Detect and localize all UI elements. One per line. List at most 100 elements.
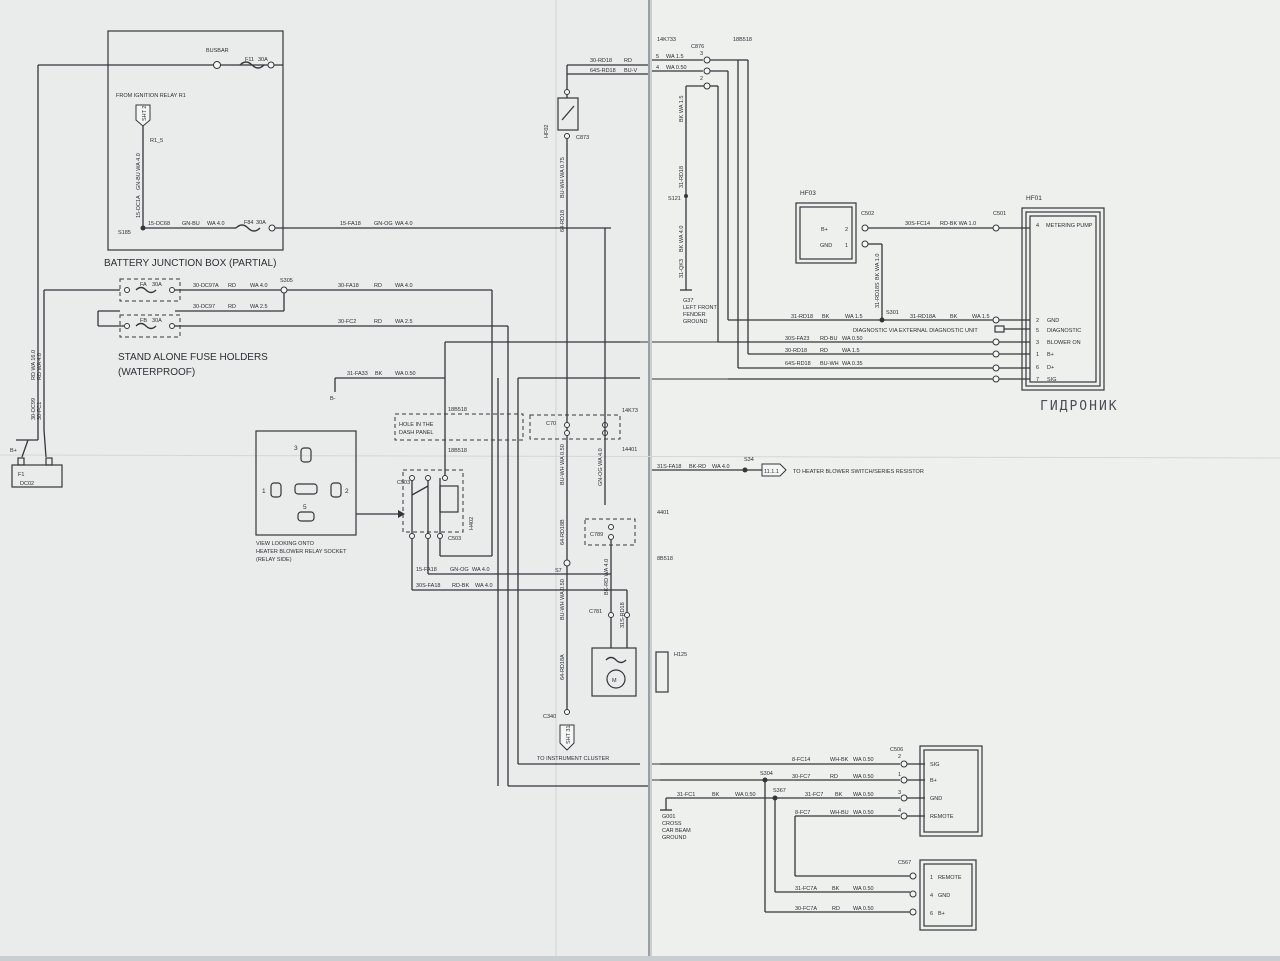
label-fa: FA — [140, 282, 147, 288]
fuse-f84-symbol — [235, 224, 261, 232]
label-18b518-r: 18B518 — [733, 37, 752, 43]
label-31sfa18: 31S-FA18 — [657, 464, 681, 470]
label-g37-2: LEFT FRONT — [683, 305, 717, 311]
label-pin3: 3 — [294, 445, 298, 452]
c567-terminal-4 — [909, 890, 917, 898]
connector-11-1-1 — [761, 463, 787, 477]
label-p2: 2 — [700, 76, 703, 82]
module-hf01-inner — [1025, 211, 1101, 387]
label-64rd18-v: 64-RD18 — [560, 210, 566, 232]
module-c567 — [919, 859, 977, 931]
label-f84: F84 — [244, 220, 253, 226]
label-30sfc14: 30S-FC14 — [905, 221, 930, 227]
label-pin5: 5 — [303, 504, 307, 511]
label-g001-3: CAR BEAM — [662, 828, 691, 834]
title-battery-junction-box: BATTERY JUNCTION BOX (PARTIAL) — [104, 258, 276, 269]
sheet-ref-sht2 — [135, 104, 151, 127]
relay-terminal-1 — [409, 475, 415, 481]
label-rd-b: RD — [374, 283, 382, 289]
label-b-minus: B- — [330, 396, 336, 402]
label-buwh-050: BU-WH WA 0.50 — [560, 444, 566, 485]
label-hf01-p4: 4 — [1036, 223, 1039, 229]
label-wa050-c5: WA 0.50 — [853, 810, 874, 816]
battery-junction-box — [107, 30, 284, 251]
label-wire-15dc1a: 15-DC1A — [136, 195, 142, 218]
label-wa15-r-b: WA 1.5 — [972, 314, 990, 320]
c502-terminal-1 — [861, 240, 869, 248]
label-rdbk-10: RD-BK WA 1.0 — [940, 221, 976, 227]
blower-motor-m: M — [612, 678, 617, 684]
c340-terminal — [564, 709, 570, 715]
label-buwh: BU-WH — [820, 361, 839, 367]
label-diag-ext: DIAGNOSTIC VIA EXTERNAL DIAGNOSTIC UNIT — [853, 328, 978, 334]
label-rd-center: RD — [624, 58, 632, 64]
label-fa-amp: 30A — [152, 282, 162, 288]
label-bk-a: BK — [375, 371, 383, 377]
label-hf02: HF02 — [544, 125, 550, 138]
label-f11-amp: 30A — [258, 57, 268, 63]
label-c506-remote: REMOTE — [930, 814, 954, 820]
battery-post-left — [17, 457, 25, 466]
label-to-cluster: TO INSTRUMENT CLUSTER — [537, 756, 609, 762]
label-wa25-a: WA 2.5 — [250, 304, 268, 310]
label-wire-30dc99: 30-DC99 — [31, 398, 37, 420]
label-bk-r-b: BK — [950, 314, 958, 320]
label-wire-30sfa18: 30S-FA18 — [416, 583, 440, 589]
view-pointer-arrow — [398, 510, 405, 518]
label-pin-6: 6 — [1036, 365, 1039, 371]
label-rd-c: RD — [830, 774, 838, 780]
label-sig-pin: SIG — [1047, 377, 1056, 383]
relay-socket-view — [255, 430, 357, 536]
c506-terminal-4 — [900, 812, 908, 820]
paper-crease-horizontal — [0, 454, 1280, 459]
label-wire-15dc68: 15-DC68 — [148, 221, 170, 227]
right-sheet — [652, 0, 1280, 956]
label-64rd18a: 64-RD18A — [560, 654, 566, 680]
label-wa25-b: WA 2.5 — [395, 319, 413, 325]
label-wa050-c3: WA 0.50 — [735, 792, 756, 798]
label-bk-d: BK — [832, 886, 840, 892]
label-pin-5: 5 — [1036, 328, 1039, 334]
label-30fc7a: 30-FC7A — [795, 906, 817, 912]
label-c501: C501 — [993, 211, 1006, 217]
c567-terminal-1 — [909, 872, 917, 880]
label-wa15-r2: WA 1.5 — [842, 348, 860, 354]
label-diagnostic-pin: DIAGNOSTIC — [1047, 328, 1081, 334]
label-p4: 4 — [656, 65, 659, 71]
label-bk-wa15: BK WA 1.5 — [679, 96, 685, 122]
label-8fc14: 8-FC14 — [792, 757, 810, 763]
label-view-1: VIEW LOOKING ONTO — [256, 541, 315, 547]
label-h125: H125 — [674, 652, 687, 658]
relay-pin-3 — [300, 447, 312, 463]
label-view-3: (RELAY SIDE) — [256, 557, 292, 563]
label-31rd18a: 31-RD18A — [910, 314, 936, 320]
label-c340: C340 — [543, 714, 556, 720]
label-hf03-bplus: B+ — [821, 227, 828, 233]
label-from-ignition-relay: FROM IGNITION RELAY R1 — [116, 93, 186, 99]
label-14k733: 14K733 — [657, 37, 676, 43]
c781-terminal-a — [608, 612, 614, 618]
wire-to-dc02-b — [43, 429, 47, 458]
hf01-terminal-7 — [992, 375, 1000, 383]
module-hf01 — [1021, 207, 1105, 391]
label-31qk3: 31-QK3 — [679, 259, 685, 278]
label-wire-rd-160: RD WA 16.0 — [31, 350, 37, 380]
label-31rd18-r: 31-RD18 — [791, 314, 813, 320]
label-rd-c: RD — [228, 304, 236, 310]
label-g37-4: GROUND — [683, 319, 707, 325]
label-1111: 11.1.1 — [764, 469, 779, 475]
splice-s7 — [563, 559, 571, 567]
left-sheet — [0, 0, 648, 956]
label-wa035: WA 0.35 — [842, 361, 863, 367]
hf01-terminal-1 — [992, 350, 1000, 358]
label-whbu: WH-BU — [830, 810, 849, 816]
label-wa050-r: WA 0.50 — [842, 336, 863, 342]
label-c567-gnd: GND — [938, 893, 950, 899]
label-c876: C876 — [691, 44, 704, 50]
label-gnbu: GN-BU — [182, 221, 200, 227]
label-64rd18b: 64-RD18B — [560, 519, 566, 545]
blower-fan-symbol — [605, 656, 627, 664]
label-pin-7: 7 — [1036, 377, 1039, 383]
label-view-2: HEATER BLOWER RELAY SOCKET — [256, 549, 347, 555]
label-wire-31fa33: 31-FA33 — [347, 371, 368, 377]
